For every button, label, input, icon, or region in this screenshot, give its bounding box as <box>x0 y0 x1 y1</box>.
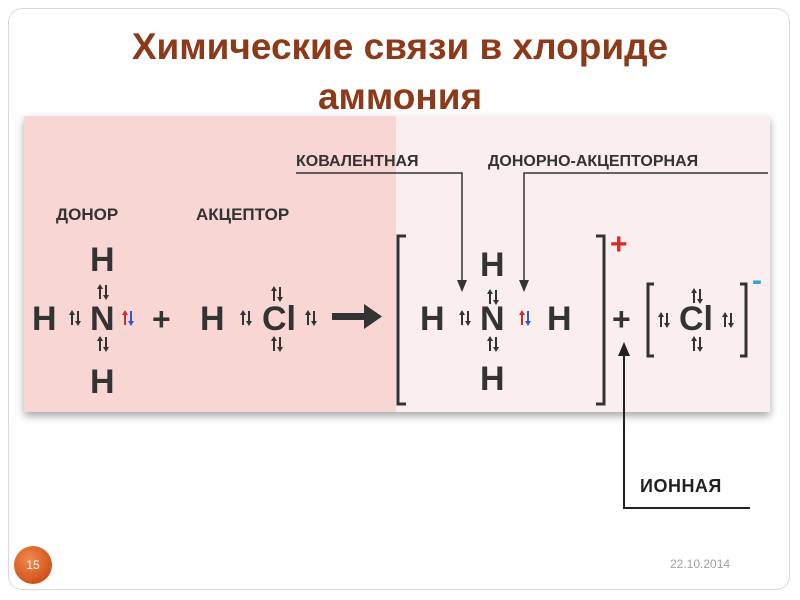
nh4-h-right: H <box>547 300 572 338</box>
nh4-h-left: H <box>420 300 445 338</box>
nh3-h-top: H <box>90 241 115 279</box>
plus-sign: + <box>152 301 171 337</box>
hcl-cl: Cl <box>262 300 296 338</box>
nh4-h-top: H <box>480 246 505 284</box>
nh3-h-left: H <box>32 300 57 338</box>
left-panel <box>24 116 396 412</box>
chloride-cl: Cl <box>679 300 713 338</box>
charge-minus: - <box>752 264 762 297</box>
bracket-icon <box>646 282 654 358</box>
pointer-arrow-icon <box>618 342 750 509</box>
pointer-arrow-icon <box>296 172 467 292</box>
ionic-label: ИОННАЯ <box>640 476 722 496</box>
title-line-2: аммония <box>317 76 483 117</box>
slide-number-badge: 15 <box>14 546 52 584</box>
bracket-icon <box>396 234 406 406</box>
reaction-diagram: ДОНОР АКЦЕПТОР КОВАЛЕНТНАЯ ДОНОРНО-АКЦЕП… <box>24 116 770 412</box>
donor-acceptor-label: ДОНОРНО-АКЦЕПТОРНАЯ <box>488 153 698 170</box>
hcl-h: H <box>200 300 225 338</box>
slide-date: 22.10.2014 <box>670 557 731 571</box>
pointer-arrow-icon <box>519 172 768 292</box>
reaction-arrow-icon <box>332 304 382 329</box>
nh4-n: N <box>480 300 505 338</box>
right-panel <box>396 116 770 412</box>
nh4-h-bottom: H <box>480 360 505 398</box>
title-line-1: Химические связи в хлориде <box>131 26 669 67</box>
donor-label: ДОНОР <box>56 205 118 224</box>
nh3-h-bottom: H <box>90 363 115 401</box>
diagram-canvas: ДОНОР АКЦЕПТОР КОВАЛЕНТНАЯ ДОНОРНО-АКЦЕП… <box>24 116 770 412</box>
bracket-icon <box>740 282 748 358</box>
slide-title: Химические связи в хлориде аммония <box>40 22 760 122</box>
bracket-icon <box>596 234 606 406</box>
nh3-n: N <box>90 300 115 338</box>
covalent-label: КОВАЛЕНТНАЯ <box>296 153 419 170</box>
charge-plus: + <box>610 228 628 261</box>
plus-sign: + <box>612 301 631 337</box>
acceptor-label: АКЦЕПТОР <box>196 205 289 224</box>
